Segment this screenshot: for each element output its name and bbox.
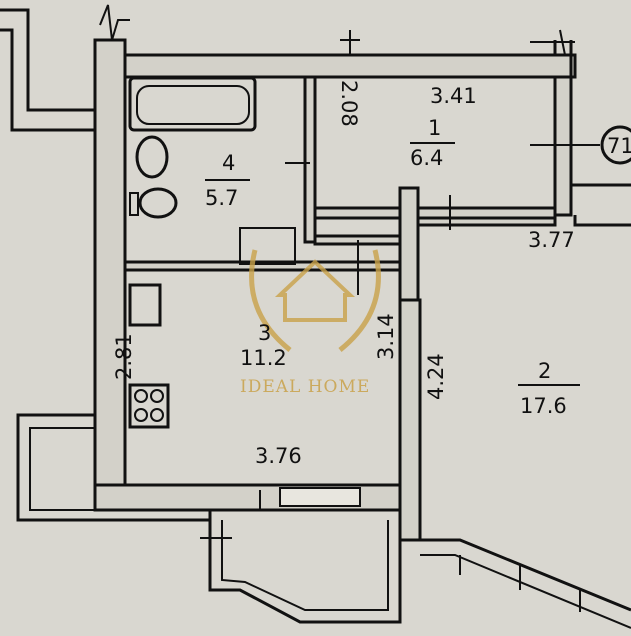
burner <box>150 408 164 422</box>
room3-number: 3 <box>258 321 271 345</box>
dim-room2-partition: 4.24 <box>424 353 448 400</box>
dim-room1-width: 3.41 <box>430 84 477 108</box>
burner <box>134 408 148 422</box>
dim-kitchen-height: 2.81 <box>112 333 136 380</box>
exterior-right-wall <box>569 40 631 187</box>
bathtub-icon <box>128 76 257 132</box>
dim-room4-height: 2.08 <box>337 80 361 127</box>
exterior-left-wall <box>0 28 95 132</box>
marker-circle <box>600 125 631 165</box>
room2-window-inner <box>420 554 631 629</box>
burner <box>134 389 148 403</box>
marker-number: 71 <box>607 134 631 158</box>
left-balcony <box>16 413 210 522</box>
burner <box>150 389 164 403</box>
exterior-left-wall-inner <box>0 8 95 112</box>
window-mullions <box>459 555 581 612</box>
room1-number: 1 <box>428 116 441 140</box>
room4-area: 5.7 <box>205 186 238 210</box>
kitchen-sink-icon <box>128 283 162 327</box>
dimension-ticks <box>99 4 600 539</box>
toilet-icon <box>138 187 178 219</box>
room2-number: 2 <box>538 359 551 383</box>
pillar <box>398 186 420 302</box>
room1-area: 6.4 <box>410 146 443 170</box>
left-balcony-inner <box>29 427 210 511</box>
washer-icon <box>239 227 296 265</box>
room4-number: 4 <box>222 151 235 175</box>
watermark-text: IDEAL HOME <box>240 377 370 397</box>
room2-window-wall <box>420 538 631 612</box>
toilet-tank <box>129 192 139 216</box>
kitchen-window <box>279 487 361 507</box>
room3-area: 11.2 <box>240 346 287 370</box>
room2-area: 17.6 <box>520 394 567 418</box>
sink-icon <box>135 135 169 179</box>
bottom-balcony-inner <box>221 520 389 611</box>
partition-4-1 <box>303 75 317 244</box>
room2-top-wall <box>416 216 557 227</box>
watermark-logo <box>249 249 381 352</box>
top-wall <box>123 53 577 79</box>
dim-room2-width: 3.77 <box>528 228 575 252</box>
wall-line <box>573 215 631 227</box>
stove-icon <box>128 383 170 429</box>
bathtub-inner <box>136 85 250 125</box>
dim-kitchen-width: 3.76 <box>255 444 302 468</box>
dim-kitchen-partition: 3.14 <box>374 313 398 360</box>
bottom-balcony <box>208 510 402 624</box>
partition-3-2 <box>398 298 422 542</box>
left-wall <box>93 38 127 512</box>
